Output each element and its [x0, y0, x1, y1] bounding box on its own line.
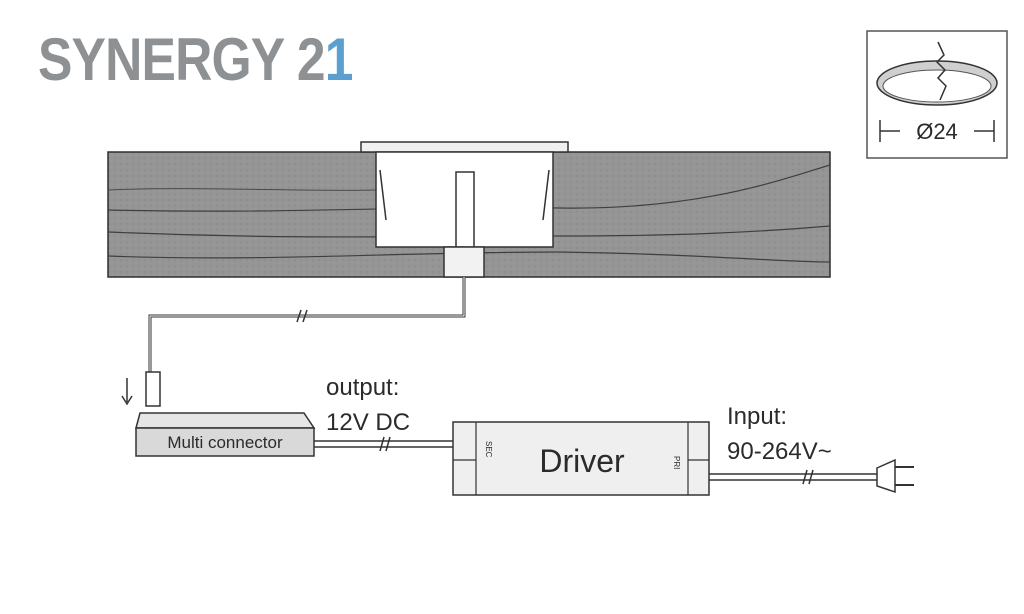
driver-body: [452, 421, 710, 496]
cable-gland: [443, 246, 485, 278]
cable-break-mark: [808, 469, 814, 485]
grain-line: [107, 188, 377, 191]
cable-plug: [145, 371, 161, 407]
spotlight-flange: [360, 141, 569, 153]
driver-unit: Driver SEC PRI: [452, 421, 710, 496]
output-voltage-label: 12V DC: [326, 409, 410, 436]
brand-logo: SYNERGY 21: [38, 30, 353, 90]
led-module: [455, 171, 475, 248]
input-voltage-label: 90-264V~: [727, 438, 832, 465]
diameter-label: Ø24: [916, 119, 958, 144]
multi-connector-label: Multi connector: [167, 433, 283, 452]
connector-top: [135, 412, 316, 429]
cable-wire-inner: [149, 277, 465, 376]
light-cable: [121, 277, 466, 407]
recessed-spotlight: [360, 141, 569, 278]
hole-inner: [882, 69, 992, 103]
cable-break-mark: [385, 436, 391, 452]
multi-connector: Multi connector: [135, 412, 316, 457]
housing-clip-right: [542, 169, 550, 221]
output-label: output:: [326, 374, 399, 401]
brand-logo-text: SYNERGY 2: [38, 26, 326, 93]
plug-arrow-head: [121, 395, 133, 406]
grain-line: [107, 251, 831, 263]
cable-break-mark: [802, 469, 808, 485]
cable-break-mark: [296, 309, 302, 323]
cable-wire: [148, 277, 466, 376]
driver-label: Driver: [539, 443, 625, 479]
cable-break-mark: [302, 309, 308, 323]
connector-body: [135, 427, 315, 457]
housing-clip-left: [379, 169, 387, 221]
output-cable: output: 12V DC: [314, 374, 454, 452]
cutout-inset: Ø24: [866, 30, 1008, 159]
mains-plug-icon: [876, 458, 896, 494]
pri-label: PRI: [672, 456, 681, 469]
brand-logo-accent: 1: [324, 26, 354, 93]
saw-cut-icon: [935, 41, 947, 101]
cable-break-mark: [379, 436, 385, 452]
input-label: Input:: [727, 403, 787, 430]
sec-label: SEC: [484, 441, 493, 458]
input-cable: Input: 90-264V~: [709, 403, 914, 494]
